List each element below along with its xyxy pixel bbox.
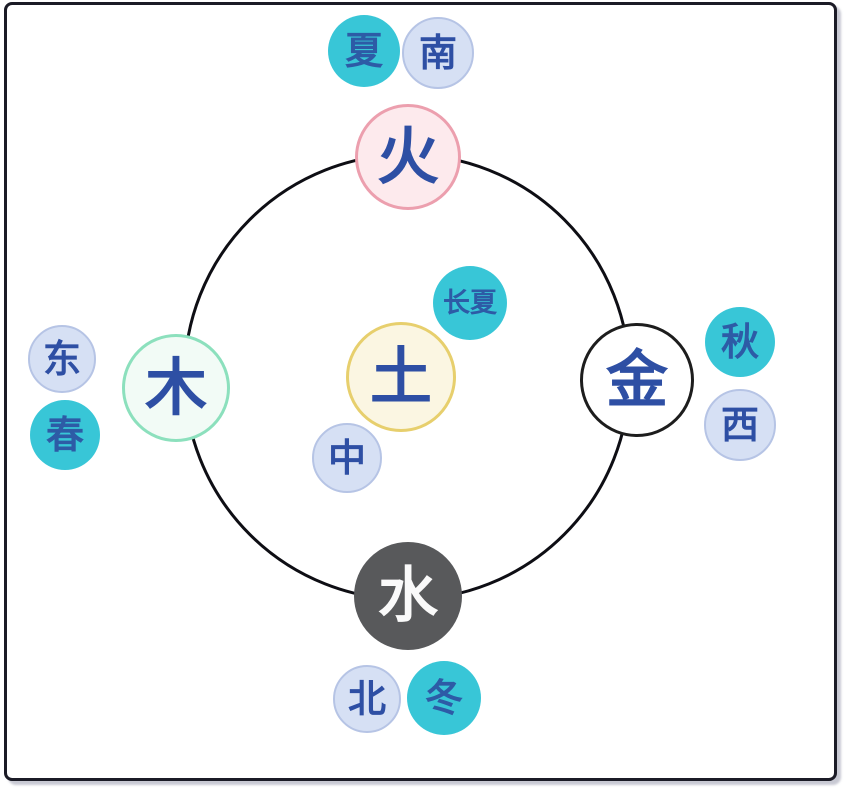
direction-west-badge: 西 <box>704 389 776 461</box>
season-spring-badge: 春 <box>30 400 100 470</box>
element-wood-label: 木 <box>144 351 207 424</box>
element-fire-circle: 火 <box>355 104 461 210</box>
element-earth-label: 土 <box>369 340 432 413</box>
direction-west-label: 西 <box>720 403 759 447</box>
season-winter-label: 冬 <box>424 676 463 720</box>
season-late-summer-label: 长夏 <box>443 287 497 319</box>
direction-south-label: 南 <box>418 31 457 75</box>
element-water-circle: 水 <box>354 542 462 650</box>
direction-east-label: 东 <box>42 337 81 381</box>
element-earth-circle: 土 <box>346 322 456 432</box>
direction-north-badge: 北 <box>333 665 401 733</box>
direction-south-badge: 南 <box>402 17 474 89</box>
season-summer-badge: 夏 <box>328 15 400 87</box>
direction-east-badge: 东 <box>28 325 96 393</box>
element-water-label: 水 <box>378 561 438 631</box>
element-fire-label: 火 <box>376 120 439 193</box>
element-metal-label: 金 <box>605 343 668 416</box>
season-autumn-badge: 秋 <box>705 307 775 377</box>
season-summer-label: 夏 <box>344 29 383 73</box>
season-late-summer-badge: 长夏 <box>433 266 507 340</box>
element-metal-circle: 金 <box>580 323 694 437</box>
season-autumn-label: 秋 <box>720 320 759 364</box>
direction-north-label: 北 <box>347 677 386 721</box>
direction-center-badge: 中 <box>312 423 382 493</box>
season-winter-badge: 冬 <box>407 661 481 735</box>
season-spring-label: 春 <box>45 413 84 457</box>
element-wood-circle: 木 <box>122 334 230 442</box>
direction-center-label: 中 <box>327 436 366 480</box>
